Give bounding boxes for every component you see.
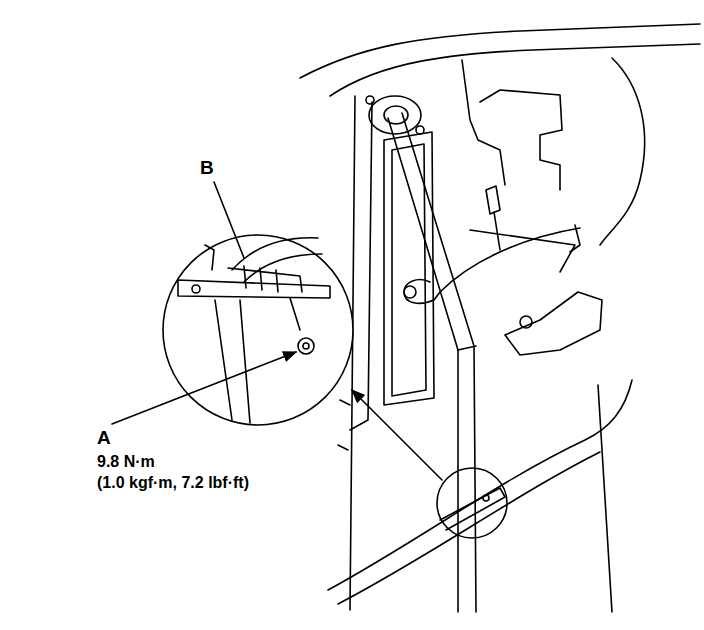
- body-panel: [462, 60, 505, 185]
- callout-letter: B: [199, 158, 215, 179]
- pillar: [338, 400, 350, 450]
- leader-arrow: [352, 390, 442, 480]
- wire-harness: [404, 228, 580, 303]
- pillar: [350, 102, 372, 430]
- wire-harness: [404, 286, 416, 298]
- side-bracket: [505, 292, 602, 355]
- detail-circle-small: [437, 468, 507, 538]
- grommet: [369, 96, 421, 134]
- detail-circle-large: [178, 280, 330, 298]
- grommet: [366, 96, 424, 134]
- side-bracket: [520, 316, 532, 328]
- drain-hose: [388, 118, 458, 612]
- wire-harness: [470, 212, 575, 272]
- body-panel: [480, 90, 562, 190]
- leader-line: [214, 182, 244, 258]
- leader-arrow: [352, 390, 442, 480]
- body-panel: [300, 24, 700, 252]
- wire-harness: [486, 186, 500, 214]
- detail-circle-large: [303, 343, 309, 349]
- detail-circle-large: [163, 235, 353, 425]
- leader-line: [112, 352, 296, 424]
- floor-edge: [598, 385, 612, 612]
- grommet: [416, 126, 424, 134]
- callout-letter: A: [96, 428, 112, 449]
- drain-hose: [458, 346, 476, 350]
- leader-line: [112, 182, 296, 424]
- pillar: [392, 144, 426, 396]
- body-panel: [600, 58, 645, 245]
- detail-circle-large: [205, 245, 214, 270]
- detail-circle-small: [437, 468, 507, 538]
- torque-spec: 9.8 N·m: [96, 453, 156, 471]
- floor-edge: [338, 452, 600, 604]
- body-panel: [330, 44, 700, 96]
- floor-edge: [328, 380, 632, 590]
- detail-circle-large: [163, 235, 353, 425]
- detail-circle-large: [215, 300, 250, 423]
- detail-circle-large: [192, 285, 200, 293]
- wire-harness: [404, 186, 580, 303]
- pillar: [338, 96, 434, 610]
- detail-circle-small: [483, 495, 489, 501]
- torque-spec: (1.0 kgf·m, 7.2 lbf·ft): [96, 474, 250, 492]
- grommet: [366, 96, 374, 104]
- floor-edge: [328, 380, 632, 612]
- detail-circle-large: [290, 298, 300, 330]
- detail-circle-large: [228, 266, 302, 292]
- detail-circle-large: [298, 338, 314, 354]
- side-bracket: [505, 292, 602, 355]
- pillar: [384, 132, 434, 405]
- detail-circle-small: [440, 488, 505, 530]
